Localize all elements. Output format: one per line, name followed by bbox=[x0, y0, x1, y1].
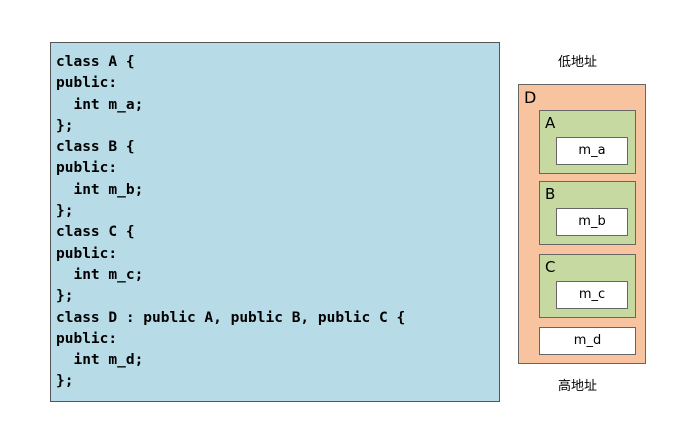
subobject-a-box: A m_a bbox=[539, 110, 636, 174]
code-line: }; bbox=[56, 203, 74, 220]
code-line: }; bbox=[56, 373, 74, 390]
member-m-b: m_b bbox=[556, 208, 628, 236]
code-line: class A { bbox=[56, 54, 135, 70]
code-panel: class A { public: int m_a; }; class B { … bbox=[50, 42, 500, 402]
code-line: public: bbox=[56, 160, 118, 177]
subobject-c-box: C m_c bbox=[539, 254, 636, 318]
high-address-label: 高地址 bbox=[558, 379, 598, 394]
code-line: int m_a; bbox=[56, 96, 144, 113]
code-line: }; bbox=[56, 117, 74, 134]
code-line: int m_c; bbox=[56, 266, 144, 283]
object-d-box: D A m_a B m_b C m_c m_d bbox=[518, 84, 646, 364]
subobject-a-label: A bbox=[545, 114, 556, 132]
code-line: int m_d; bbox=[56, 352, 144, 369]
member-m-c: m_c bbox=[556, 281, 628, 309]
code-line: class D : public A, public B, public C { bbox=[56, 309, 406, 326]
low-address-label: 低地址 bbox=[558, 55, 598, 70]
code-line: public: bbox=[56, 330, 118, 347]
code-line: }; bbox=[56, 288, 74, 305]
subobject-b-label: B bbox=[545, 185, 556, 203]
member-m-d: m_d bbox=[539, 327, 636, 355]
code-line: class C { bbox=[56, 224, 135, 241]
member-m-a: m_a bbox=[556, 137, 628, 165]
subobject-c-label: C bbox=[545, 258, 556, 276]
code-line: int m_b; bbox=[56, 181, 144, 198]
code-line: public: bbox=[56, 245, 118, 262]
object-d-label: D bbox=[524, 88, 537, 107]
subobject-b-box: B m_b bbox=[539, 181, 636, 245]
code-line: public: bbox=[56, 75, 118, 92]
code-line: class B { bbox=[56, 139, 135, 156]
